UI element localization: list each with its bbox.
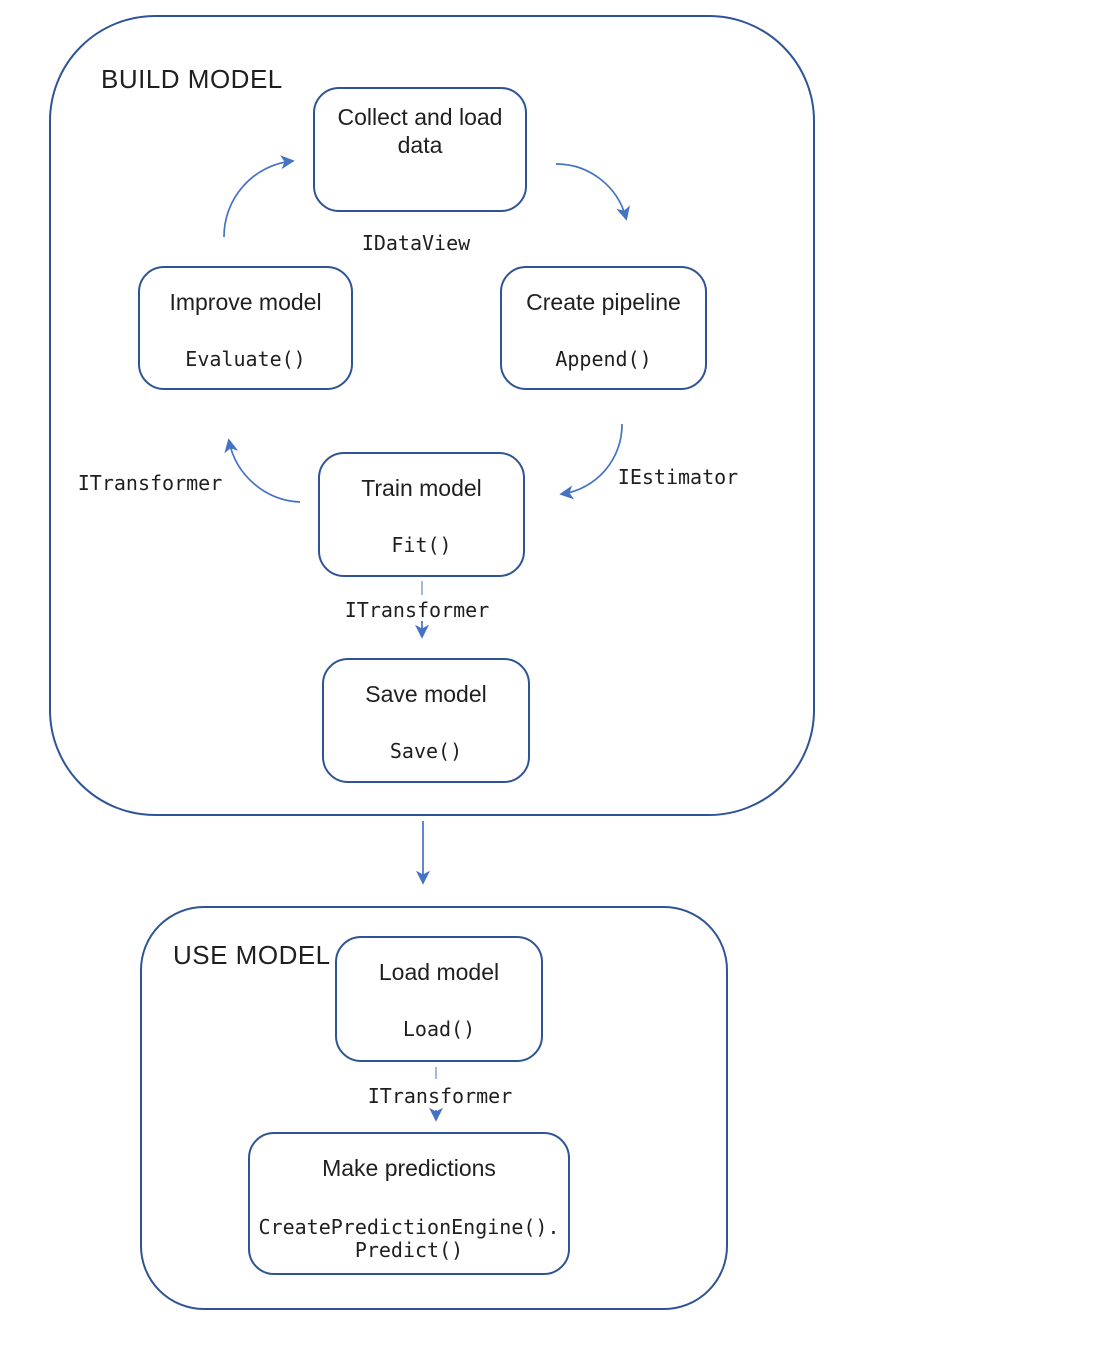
node-make-predictions: Make predictions CreatePredictionEngine(… [248, 1132, 570, 1275]
node-title: Load model [378, 959, 500, 985]
use-model-container [140, 906, 728, 1310]
node-title: Save model [365, 681, 487, 707]
node-improve-model: Improve model Evaluate() [138, 266, 353, 390]
node-code: Append() [555, 347, 652, 371]
interface-label-idataview: IDataView [361, 231, 471, 255]
node-code: Load() [402, 1017, 476, 1041]
node-title: Make predictions [322, 1155, 496, 1181]
node-load-model: Load model Load() [335, 936, 543, 1062]
build-model-container [49, 15, 815, 816]
node-title: Train model [361, 475, 482, 501]
node-title: Create pipeline [526, 289, 681, 315]
node-title: Improve model [169, 289, 322, 315]
interface-label-itransformer-load: ITransformer [367, 1084, 513, 1108]
node-code: Fit() [391, 533, 452, 557]
node-train-model: Train model Fit() [318, 452, 525, 577]
node-code: Evaluate() [185, 347, 306, 371]
node-save-model: Save model Save() [322, 658, 530, 783]
node-collect-and-load-data: Collect and load data [313, 87, 527, 212]
interface-label-iestimator: IEstimator [617, 465, 739, 489]
node-code: CreatePredictionEngine(). Predict() [258, 1215, 560, 1262]
use-model-section-label: USE MODEL [173, 940, 331, 970]
node-create-pipeline: Create pipeline Append() [500, 266, 707, 390]
node-code: Save() [389, 739, 463, 763]
interface-label-itransformer-save: ITransformer [344, 598, 490, 622]
build-model-section-label: BUILD MODEL [101, 64, 283, 94]
interface-label-itransformer-cycle: ITransformer [77, 471, 223, 495]
node-title: Collect and load data [337, 104, 503, 158]
